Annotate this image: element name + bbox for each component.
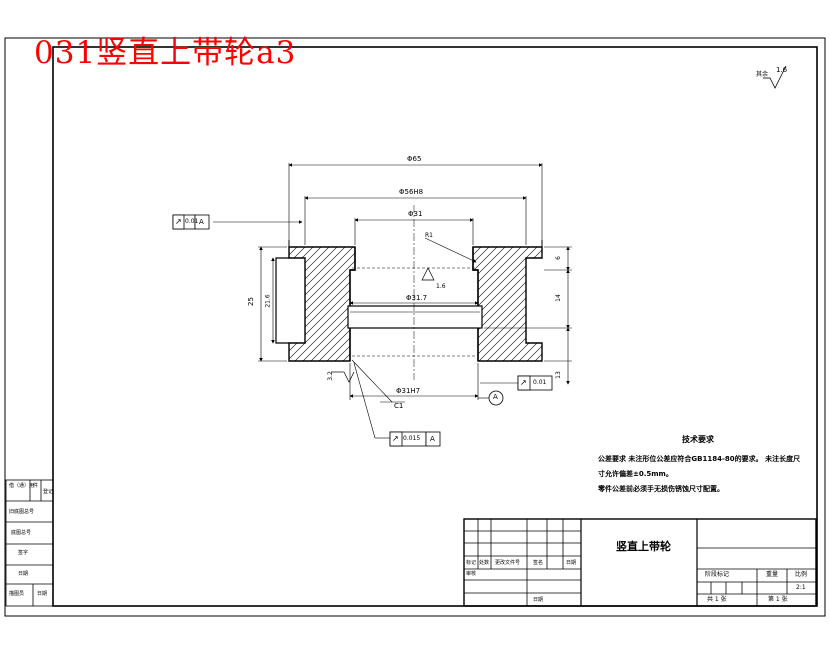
gdt-1-datum: A [199, 218, 204, 226]
stamp-date: 日期 [18, 571, 29, 577]
dim-13: 13 [554, 371, 562, 379]
drawing-watermark: 031竖直上带轮a3 [34, 35, 297, 71]
roughness-left-label: 3.2 [326, 371, 334, 381]
gdt-1-value: 0.01 [185, 218, 199, 225]
sheet-total: 共 1 张 [707, 596, 727, 603]
roughness-marks [331, 267, 435, 383]
stamp-piece: 件 [33, 483, 39, 489]
chamfer-label: C1 [394, 402, 404, 410]
stamp-tracer: 描图员 [9, 591, 25, 597]
gdt-2-symbol: ↗ [520, 378, 527, 387]
title-header-sign: 签名 [533, 560, 544, 566]
scale-value: 2:1 [796, 584, 806, 591]
technical-note-line: 公差要求 未注形位公差应符合GB1184-80的要求。 未注长度尺 [598, 455, 801, 463]
stamp-sign: 签字 [18, 550, 29, 556]
dim-outer-diameter: Φ65 [407, 155, 422, 163]
datum-circle [488, 390, 504, 406]
stamp-tracer-date: 日期 [37, 591, 48, 597]
title-date: 日期 [533, 597, 544, 603]
part-name: 竖直上带轮 [616, 540, 671, 553]
technical-note-line: 寸允许偏差±0.5mm。 [598, 470, 673, 478]
dim-6: 6 [554, 256, 562, 260]
technical-note-line: 零件公差前必须手无损伤锈蚀尺寸配置。 [598, 485, 724, 493]
dim-top-bore: Φ31 [408, 210, 423, 218]
stamp-borrow: 借（通）用 [9, 483, 35, 489]
technical-notes: 技术要求 公差要求 未注形位公差应符合GB1184-80的要求。 未注长度尺 寸… [598, 435, 813, 497]
gdt-1-symbol: ↗ [175, 217, 182, 226]
stamp-drawing-no: 底图总号 [11, 530, 32, 536]
stamp-register: 登记 [43, 489, 54, 495]
inner-frame [52, 46, 818, 607]
outer-border [4, 37, 826, 617]
roughness-bore-label: 1.6 [436, 283, 446, 290]
gdt-frame-3 [389, 431, 441, 447]
surface-finish-label: 其余 [756, 71, 769, 78]
gdt-3-datum: A [430, 435, 435, 443]
gdt-3-value: 0.015 [403, 435, 421, 442]
title-header-change: 更改文件号 [495, 560, 521, 566]
title-header-count: 处数 [479, 560, 490, 566]
technical-notes-heading: 技术要求 [682, 435, 714, 444]
surface-finish-symbol [763, 65, 787, 89]
surface-finish-value: 1.6 [776, 66, 788, 74]
dim-14: 14 [554, 294, 562, 302]
dim-bore-diameter: Φ31H7 [396, 387, 421, 395]
gdt-3-symbol: ↗ [392, 434, 399, 443]
side-stamp [5, 479, 54, 607]
title-header-date: 日期 [566, 560, 577, 566]
weight-header: 重量 [766, 571, 779, 578]
datum-a-label: A [493, 393, 498, 401]
dimension-lines [213, 163, 572, 439]
dim-height-inner: 21.6 [264, 294, 272, 308]
corner-radius-label: R1 [425, 232, 433, 239]
gdt-frame-1 [172, 214, 210, 230]
dim-groove-diameter: Φ31.7 [406, 294, 428, 302]
title-block [463, 518, 817, 607]
title-review: 审核 [466, 571, 477, 577]
dim-height-total: 25 [246, 297, 255, 306]
stage-mark-header: 阶段标记 [705, 571, 730, 578]
stamp-old-drawing: 旧底图总号 [9, 509, 35, 515]
sheet-number: 第 1 张 [768, 596, 788, 603]
dim-step-diameter: Φ56H8 [399, 188, 424, 196]
part-section [275, 205, 543, 380]
gdt-2-value: 0.01 [533, 379, 547, 386]
title-header-mark: 标记 [466, 560, 477, 566]
gdt-frame-2 [517, 375, 553, 391]
scale-header: 比例 [795, 571, 808, 578]
